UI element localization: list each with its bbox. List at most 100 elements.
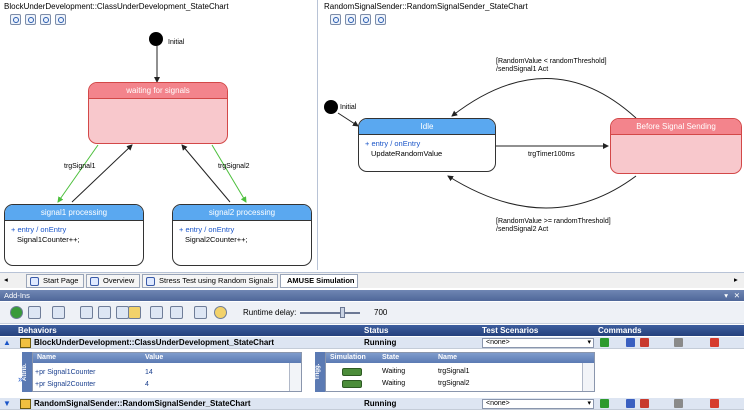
attribute-value[interactable]: 14 xyxy=(145,369,153,376)
tab-stress-test[interactable]: Stress Test using Random Signals xyxy=(142,274,278,288)
collapse-icon[interactable]: ▲ xyxy=(3,338,11,347)
tab-label: Start Page xyxy=(43,276,79,285)
add-icon[interactable] xyxy=(10,306,23,319)
delete-icon[interactable] xyxy=(710,399,719,408)
right-zoom-toolbar xyxy=(330,14,386,25)
layout-icon[interactable] xyxy=(170,306,183,319)
tab-start-page[interactable]: Start Page xyxy=(26,274,84,288)
start-page-icon xyxy=(30,277,39,286)
entry-action: + entry / onEntry xyxy=(365,139,421,148)
zoom-out-icon[interactable] xyxy=(40,14,51,25)
state-before-signal-sending[interactable]: Before Signal Sending xyxy=(610,118,742,174)
expand-icon[interactable]: ▼ xyxy=(3,399,11,408)
duplicate-icon[interactable] xyxy=(98,306,111,319)
copy-icon[interactable] xyxy=(52,306,65,319)
navigate-icon[interactable] xyxy=(375,14,386,25)
initial-label: Initial xyxy=(168,39,185,46)
label-bottom-guard: [RandomValue >= randomThreshold] xyxy=(496,218,611,225)
simulate-trigger-button[interactable] xyxy=(342,380,362,388)
col-status: Status xyxy=(364,326,389,335)
label-trgsignal1: trgSignal1 xyxy=(64,163,96,170)
zoom-out-icon[interactable] xyxy=(360,14,371,25)
state-name: Idle xyxy=(359,119,495,135)
play-icon[interactable] xyxy=(600,399,609,408)
trigger-name: trgSignal2 xyxy=(438,380,470,387)
stop-icon[interactable] xyxy=(640,399,649,408)
attributes-scrollbar[interactable] xyxy=(289,363,301,391)
slider-thumb[interactable] xyxy=(340,307,345,318)
attributes-tab[interactable]: Attrib. xyxy=(22,352,32,392)
label-top-action: /sendSignal1 Act xyxy=(496,66,549,73)
initial-transition xyxy=(337,112,359,127)
transition-back-1 xyxy=(71,144,133,203)
col-name: Name xyxy=(37,354,57,361)
initial-node[interactable] xyxy=(149,32,163,46)
tab-scroll-left-icon[interactable]: ◂ xyxy=(4,275,8,284)
triggers-header: Simulation State Name xyxy=(326,353,594,363)
behavior-row[interactable]: ▲ BlockUnderDevelopment::ClassUnderDevel… xyxy=(0,337,744,349)
col-simulation: Simulation xyxy=(330,354,366,361)
col-behaviors: Behaviors xyxy=(18,326,57,335)
state-idle[interactable]: Idle + entry / onEntry UpdateRandomValue xyxy=(358,118,496,172)
test-scenario-select[interactable]: <none> xyxy=(482,399,594,409)
transition-trgsignal2 xyxy=(211,144,247,203)
tab-overview[interactable]: Overview xyxy=(86,274,140,288)
play-icon[interactable] xyxy=(600,338,609,347)
initial-node[interactable] xyxy=(324,100,338,114)
pin-icon[interactable]: ▾ xyxy=(724,291,728,300)
behavior-status: Running xyxy=(364,399,397,408)
state-name: waiting for signals xyxy=(89,83,227,99)
pause-icon[interactable] xyxy=(626,338,635,347)
tab-label: AMUSE Simulation xyxy=(287,276,355,285)
tab-label: Overview xyxy=(103,276,135,285)
right-transitions xyxy=(337,78,637,209)
state-waiting-for-signals[interactable]: waiting for signals xyxy=(88,82,228,144)
transition-back-2 xyxy=(181,144,231,203)
hint-icon[interactable] xyxy=(128,306,141,319)
properties-icon[interactable] xyxy=(150,306,163,319)
triggers-scrollbar[interactable] xyxy=(582,363,594,391)
diagram-icon xyxy=(146,277,155,286)
tab-amuse-simulation[interactable]: AMUSE Simulation xyxy=(280,274,358,288)
zoom-fit-icon[interactable] xyxy=(330,14,341,25)
simulate-trigger-button[interactable] xyxy=(342,368,362,376)
navigate-icon[interactable] xyxy=(55,14,66,25)
test-scenario-select[interactable]: <none> xyxy=(482,338,594,348)
zoom-fit-icon[interactable] xyxy=(10,14,21,25)
trigger-state: Waiting xyxy=(382,368,406,375)
runtime-delay-slider[interactable] xyxy=(300,312,360,314)
zoom-in-icon[interactable] xyxy=(25,14,36,25)
state-signal1-processing[interactable]: signal1 processing + entry / onEntry Sig… xyxy=(4,204,144,266)
behavior-row[interactable]: ▼ RandomSignalSender::RandomSignalSender… xyxy=(0,398,744,410)
tools-icon[interactable] xyxy=(194,306,207,319)
diagram-icon xyxy=(90,277,99,286)
paste-icon[interactable] xyxy=(80,306,93,319)
zoom-in-icon[interactable] xyxy=(345,14,356,25)
settings-icon[interactable] xyxy=(674,338,683,347)
stop-icon[interactable] xyxy=(640,338,649,347)
triggers-tab[interactable]: Trigg. xyxy=(315,352,325,392)
remove-icon[interactable] xyxy=(28,306,41,319)
state-name: signal1 processing xyxy=(5,205,143,221)
clock-icon[interactable] xyxy=(214,306,227,319)
addins-titlebar: Add-Ins ▾ ✕ xyxy=(0,290,744,301)
entry-action: + entry / onEntry xyxy=(11,225,67,234)
attributes-header: Name Value xyxy=(33,353,301,363)
delete-icon[interactable] xyxy=(710,338,719,347)
col-commands: Commands xyxy=(598,326,642,335)
state-signal2-processing[interactable]: signal2 processing + entry / onEntry Sig… xyxy=(172,204,312,266)
label-trgtimer100ms: trgTimer100ms xyxy=(528,151,575,158)
transition-sendsignal1 xyxy=(451,78,637,119)
col-state: State xyxy=(382,354,400,361)
close-icon[interactable]: ✕ xyxy=(733,291,740,300)
trigger-name: trgSignal1 xyxy=(438,368,470,375)
expand-icon[interactable]: » xyxy=(18,374,24,384)
settings-icon[interactable] xyxy=(674,399,683,408)
addins-toolbar: Runtime delay: 700 xyxy=(0,302,744,324)
behavior-name: RandomSignalSender::RandomSignalSender_S… xyxy=(34,399,251,408)
tab-scroll-right-icon[interactable]: ▸ xyxy=(734,275,738,284)
state-action: Signal2Counter++; xyxy=(185,235,248,244)
pause-icon[interactable] xyxy=(626,399,635,408)
attribute-value[interactable]: 4 xyxy=(145,381,149,388)
transition-sendsignal2 xyxy=(447,175,637,209)
